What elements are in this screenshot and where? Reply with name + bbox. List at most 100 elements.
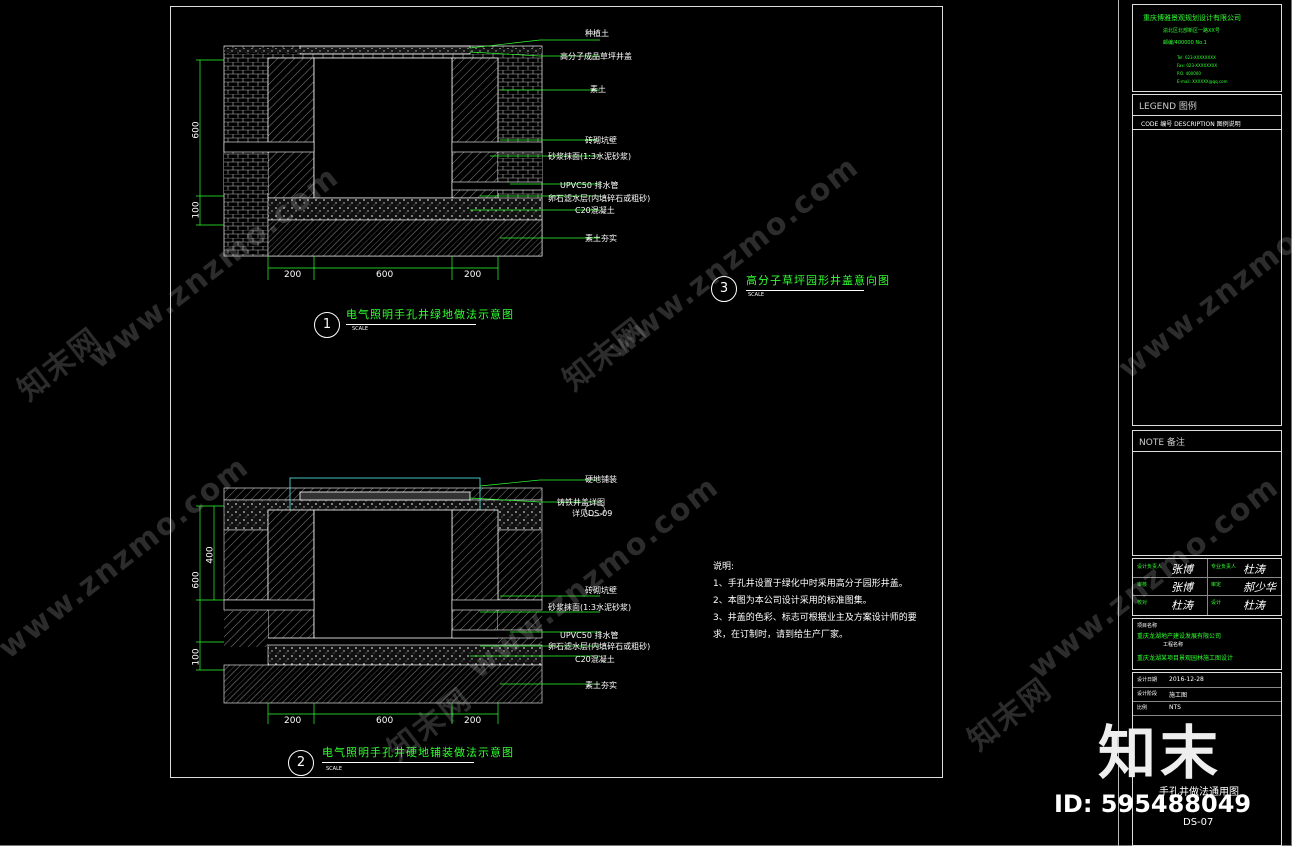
signature-3a: 杜涛 xyxy=(1171,599,1193,612)
detail-2-scale: SCALE xyxy=(326,766,343,772)
sign-label-3a: 校对 xyxy=(1137,600,1148,606)
label-2-7: C20混凝土 xyxy=(575,655,615,664)
company-box: 重庆博雅景观规划设计有限公司 渝北区北部新区一路XX号 邮编/400000 No… xyxy=(1132,4,1282,92)
detail-1-number-circle: 1 xyxy=(314,312,340,338)
project-name-2: 重庆龙湖某项目景观园林施工图设计 xyxy=(1137,655,1234,662)
detail-3-number: 3 xyxy=(719,281,729,296)
title-block-divider xyxy=(1118,0,1119,846)
dim-v-upper-2: 400 xyxy=(205,546,216,564)
label-2-0: 硬地铺装 xyxy=(585,475,617,484)
address-4: Fax: 023-XXXXXXXX xyxy=(1177,63,1218,68)
detail-1-section xyxy=(196,39,600,280)
info-line-2 xyxy=(1133,701,1281,702)
dim-h-center-1: 600 xyxy=(376,270,394,280)
watermark-logo: 知末 xyxy=(1098,719,1223,787)
legend-box: LEGEND 图例 CODE 编号 DESCRIPTION 图例说明 xyxy=(1132,94,1282,426)
signature-2b: 郝少华 xyxy=(1243,581,1276,594)
detail-1-number: 1 xyxy=(322,317,332,332)
notes-heading: 说明: xyxy=(713,562,735,572)
legend-columns: CODE 编号 DESCRIPTION 图例说明 xyxy=(1141,121,1241,128)
label-1-0: 种植土 xyxy=(585,29,609,38)
project-box: 项目名称 重庆龙湖地产建设发展有限公司 工程名称 重庆龙湖某项目景观园林施工图设… xyxy=(1132,618,1282,670)
label-1-7: C20混凝土 xyxy=(575,206,615,215)
sign-label-1b: 专业负责人 xyxy=(1211,564,1237,570)
sign-label-3b: 设计 xyxy=(1211,600,1222,606)
sheet-title: 手孔井做法通用图 xyxy=(1159,787,1239,798)
dim-h-center-2: 600 xyxy=(376,716,394,726)
dim-h-left-2: 200 xyxy=(284,716,302,726)
company-name: 重庆博雅景观规划设计有限公司 xyxy=(1143,14,1241,22)
signature-1b: 杜涛 xyxy=(1243,563,1265,576)
signature-1a: 张博 xyxy=(1171,563,1193,576)
address-6: E-mail: XXXXXX@qq.com xyxy=(1177,79,1228,84)
label-2-6: 卵石滤水层(内填碎石或粗砂) xyxy=(548,642,651,651)
drawing-number: DS-07 xyxy=(1183,817,1214,828)
signature-3b: 杜涛 xyxy=(1243,599,1265,612)
label-1-3: 砖砌坑壁 xyxy=(585,136,617,145)
label-2-8: 素土夯实 xyxy=(585,681,617,690)
label-1-5: UPVC50 排水管 xyxy=(560,181,619,190)
notes-block: 说明: 1、手孔井设置于绿化中时采用高分子园形井盖。 2、本图为本公司设计采用的… xyxy=(713,559,917,644)
phase-label: 设计阶段 xyxy=(1137,691,1158,697)
sign-col-divider xyxy=(1207,559,1208,615)
label-1-6: 卵石滤水层(内填碎石或粗砂) xyxy=(548,194,651,203)
drawing-frame xyxy=(170,6,943,778)
project-label: 项目名称 xyxy=(1137,623,1158,629)
note-line-2: 2、本图为本公司设计采用的标准图集。 xyxy=(713,596,872,606)
sign-label-2b: 审定 xyxy=(1211,582,1222,588)
scale-value: NTS xyxy=(1169,704,1181,711)
dim-v-base-2: 100 xyxy=(191,648,202,666)
detail-3-title: 高分子草坪园形井盖意向图 xyxy=(746,272,889,291)
label-2-4: 砂浆抹面(1:3水泥砂浆) xyxy=(548,603,632,612)
note-line-4: 求，在订制时，请到给生产厂家。 xyxy=(713,630,849,640)
info-box: 设计日期 2016-12-28 设计阶段 施工图 比例 NTS 手孔井做法通用图… xyxy=(1132,672,1282,846)
detail-2-number: 2 xyxy=(296,755,306,770)
detail-3-number-circle: 3 xyxy=(711,276,737,302)
sign-row-1: 设计负责人 张博 专业负责人 杜涛 xyxy=(1133,559,1281,578)
note-header-line xyxy=(1133,451,1281,452)
detail-1-title: 电气照明手孔井绿地做法示意图 xyxy=(346,306,513,325)
dim-h-right-1: 200 xyxy=(464,270,482,280)
label-1-8: 素土夯实 xyxy=(585,234,617,243)
note-line-3: 3、井盖的色彩、标志可根据业主及方案设计师的要 xyxy=(713,613,917,623)
detail-2-section xyxy=(196,477,606,724)
detail-2-title: 电气照明手孔井硬地铺装做法示意图 xyxy=(322,744,513,763)
sign-row-3: 校对 杜涛 设计 杜涛 xyxy=(1133,595,1281,613)
phase-value: 施工图 xyxy=(1169,692,1188,699)
info-line-1 xyxy=(1133,687,1281,688)
note-header: NOTE 备注 xyxy=(1139,438,1185,448)
address-1: 渝北区北部新区一路XX号 xyxy=(1163,28,1220,34)
label-2-5: UPVC50 排水管 xyxy=(560,631,619,640)
sign-label-1a: 设计负责人 xyxy=(1137,564,1163,570)
legend-header-line xyxy=(1133,115,1281,116)
legend-columns-line xyxy=(1133,129,1281,130)
signature-box: 设计负责人 张博 专业负责人 杜涛 审核 张博 审定 郝少华 校对 杜涛 设计 … xyxy=(1132,558,1282,616)
signature-2a: 张博 xyxy=(1171,581,1193,594)
detail-2-number-circle: 2 xyxy=(288,750,314,776)
label-2-1: 铸铁井盖详图 xyxy=(557,498,605,507)
label-2-3: 砖砌坑壁 xyxy=(585,586,617,595)
address-3: Tel: 023-XXXXXXXX xyxy=(1177,55,1216,60)
legend-header: LEGEND 图例 xyxy=(1139,102,1197,112)
info-line-3 xyxy=(1133,715,1281,716)
address-5: P.O. 400000 xyxy=(1177,71,1201,76)
note-box: NOTE 备注 xyxy=(1132,430,1282,556)
dim-h-right-2: 200 xyxy=(464,716,482,726)
dim-v-main-2: 600 xyxy=(191,571,202,589)
dim-v-base-1: 100 xyxy=(191,201,202,219)
date-value: 2016-12-28 xyxy=(1169,676,1204,683)
detail-3-scale: SCALE xyxy=(748,292,765,298)
date-label: 设计日期 xyxy=(1137,677,1158,683)
dim-v-main-1: 600 xyxy=(191,121,202,139)
label-1-2: 素土 xyxy=(590,85,606,94)
label-1-1: 高分子成品草坪井盖 xyxy=(560,52,632,61)
label-1-4: 砂浆抹面(1:3水泥砂浆) xyxy=(548,152,632,161)
sign-label-2a: 审核 xyxy=(1137,582,1148,588)
watermark-id: ID: 595488049 xyxy=(1054,790,1252,818)
scale-label: 比例 xyxy=(1137,705,1148,711)
note-line-1: 1、手孔井设置于绿化中时采用高分子园形井盖。 xyxy=(713,579,908,589)
project-sub-label: 工程名称 xyxy=(1163,642,1184,648)
dim-h-left-1: 200 xyxy=(284,270,302,280)
project-name: 重庆龙湖地产建设发展有限公司 xyxy=(1137,633,1222,640)
label-2-2: 详见DS-09 xyxy=(572,509,613,518)
